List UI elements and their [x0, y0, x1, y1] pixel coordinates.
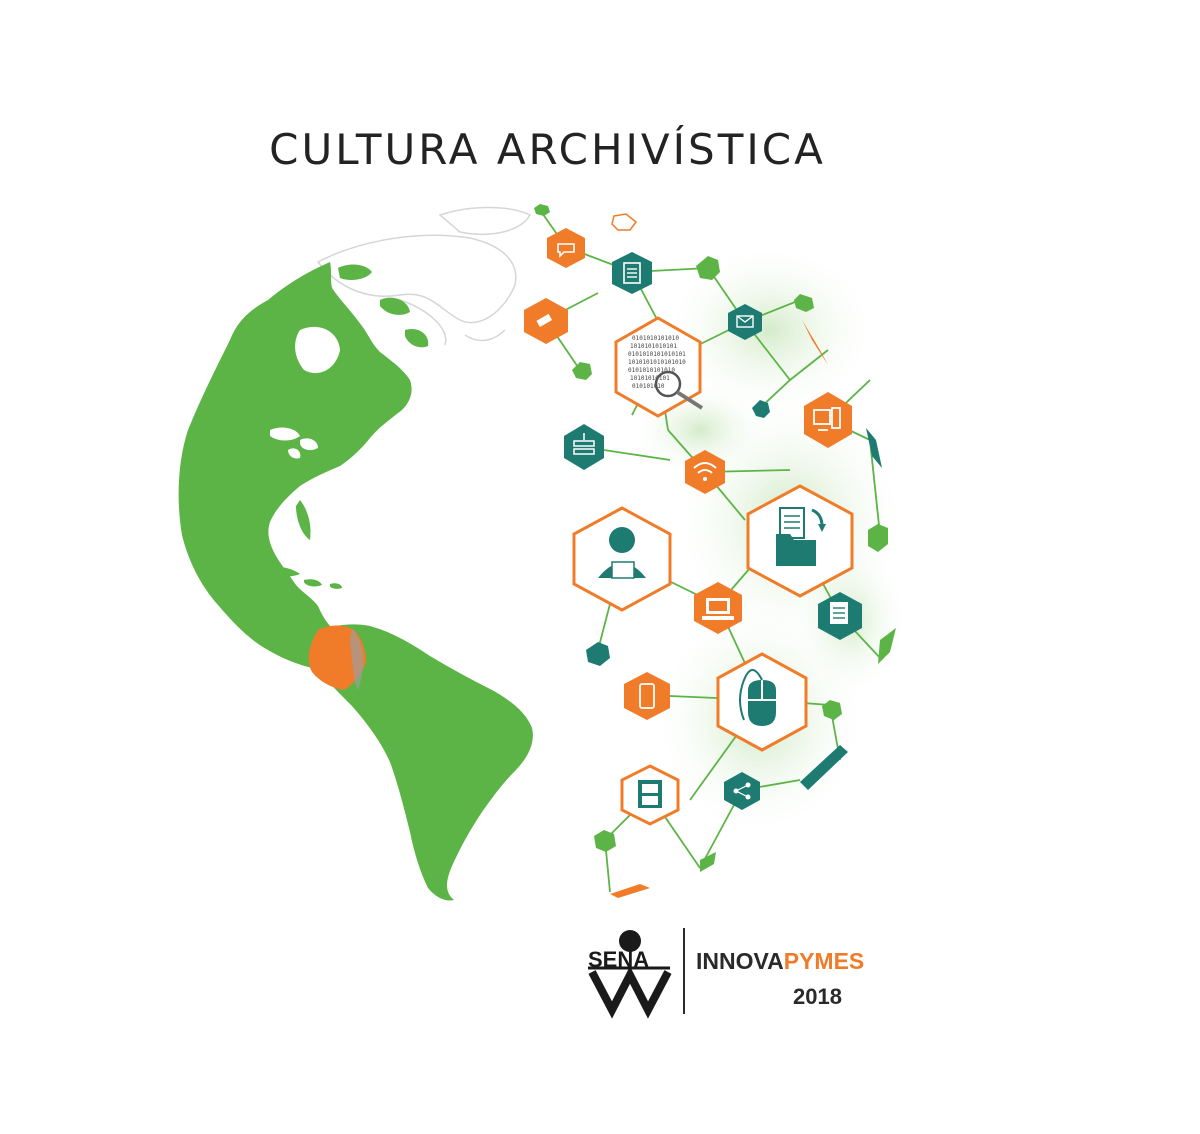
mouse-icon [716, 652, 808, 752]
usb-icon [524, 298, 568, 344]
user-laptop-icon [572, 506, 672, 612]
small-hexes [534, 204, 896, 898]
svg-text:1010101010101010: 1010101010101010 [628, 359, 686, 366]
program-year: 2018 [793, 984, 842, 1009]
mobile-icon [624, 672, 670, 720]
arctic-outline [316, 206, 532, 346]
computer-icon [804, 392, 852, 448]
filing-cabinet-icon [620, 764, 680, 826]
svg-text:0101010101010: 0101010101010 [628, 367, 675, 374]
svg-text:010101010: 010101010 [632, 383, 665, 390]
svg-text:0101010101010101: 0101010101010101 [628, 351, 686, 358]
caribbean [260, 566, 342, 589]
program-name-part2: PYMES [783, 948, 865, 974]
south-america [308, 624, 533, 901]
folder-documents-icon [746, 484, 854, 598]
svg-text:0101010101010: 0101010101010 [632, 335, 679, 342]
north-america [178, 262, 429, 668]
svg-text:10101010101: 10101010101 [630, 375, 670, 382]
laptop-icon [694, 582, 742, 634]
sena-logo: SENA [588, 930, 672, 1019]
share-icon [724, 772, 760, 810]
server-icon [564, 424, 604, 470]
binary-search-icon: 0101010101010 1010101010101 010101010101… [614, 316, 704, 418]
chat-icon [547, 228, 585, 268]
program-name: INNOVAPYMES [696, 948, 864, 975]
brand-divider [683, 928, 685, 1014]
page-title: CULTURA ARCHIVÍSTICA [269, 125, 826, 174]
email-icon [728, 304, 762, 340]
svg-text:1010101010101: 1010101010101 [630, 343, 677, 350]
newspaper-icon [818, 592, 862, 640]
wifi-icon [685, 450, 725, 494]
document-icon [612, 252, 652, 294]
program-name-part1: INNOVA [696, 948, 784, 974]
